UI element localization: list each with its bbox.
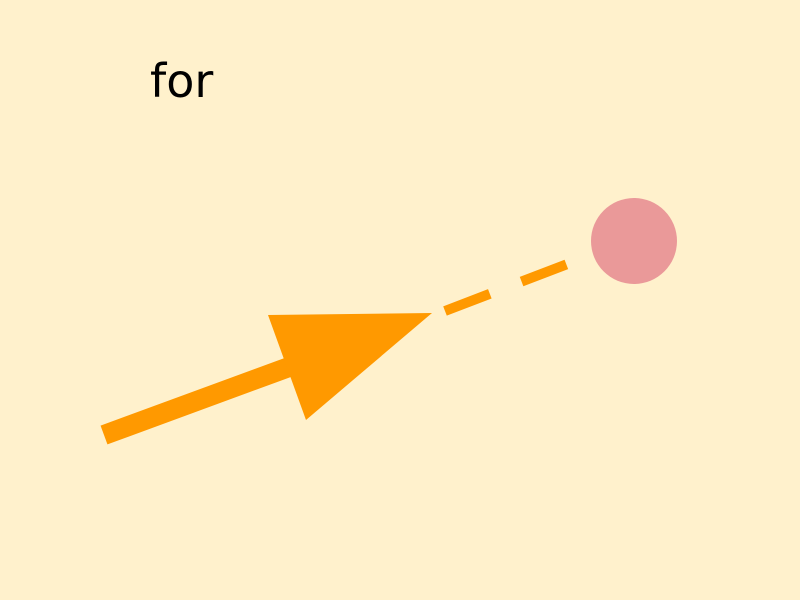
target-circle: [591, 198, 677, 284]
dashed-connector: [443, 258, 572, 316]
arrow-head: [268, 313, 432, 420]
diagram-label: for: [150, 54, 214, 108]
arrow-shaft: [100, 353, 304, 445]
